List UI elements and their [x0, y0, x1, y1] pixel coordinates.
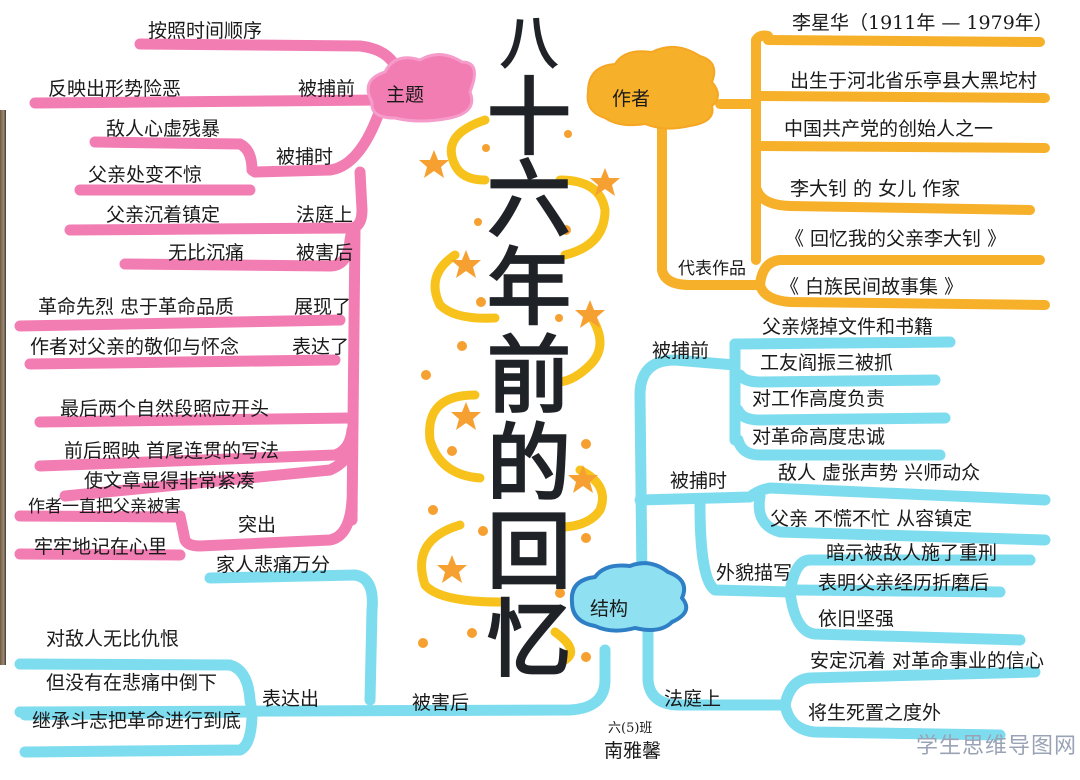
signature-class: 六(5)班 — [608, 721, 653, 736]
watermark: 学生思维导图网 — [916, 734, 1078, 759]
theme-item: 使文章显得非常紧凑 — [84, 470, 256, 492]
author-cloud — [586, 45, 719, 130]
structure-cloud — [569, 561, 689, 633]
structure-branch-label: 表达出 — [262, 688, 320, 710]
theme-item: 革命先烈 忠于革命品质 — [38, 296, 235, 318]
structure-branch-label: 被捕前 — [652, 340, 710, 362]
author-item: 李大钊 的 女儿 作家 — [790, 178, 961, 200]
theme-branch-label: 法庭上 — [296, 204, 354, 226]
structure-branch-label: 被害后 — [412, 692, 470, 714]
wooden-edge — [0, 110, 6, 665]
theme-item: 反映出形势险恶 — [48, 78, 182, 100]
theme-branch-label: 被害后 — [296, 242, 354, 264]
structure-item: 安定沉着 对革命事业的信心 — [810, 650, 1045, 672]
theme-item: 无比沉痛 — [168, 242, 245, 264]
author-item: 出生于河北省乐亭县大黑坨村 — [790, 70, 1038, 92]
structure-branch-label: 外貌描写 — [716, 562, 793, 584]
orange-branches — [657, 30, 1050, 310]
title-char: 十 — [486, 69, 571, 167]
structure-item: 家人悲痛万分 — [216, 554, 331, 576]
theme-node[interactable]: 主题 — [386, 84, 425, 106]
theme-branch-label: 展现了 — [294, 296, 352, 318]
structure-item: 依旧坚强 — [818, 608, 895, 630]
theme-item: 父亲沉着镇定 — [106, 204, 221, 226]
structure-branch-label: 法庭上 — [664, 688, 722, 710]
decorative-stars — [418, 130, 620, 662]
theme-item: 敌人心虚残暴 — [106, 118, 221, 140]
theme-item: 作者一直把父亲被害 — [28, 497, 181, 517]
structure-item: 继承斗志把革命进行到底 — [32, 710, 242, 732]
blue-branches — [14, 336, 1051, 758]
title-char: 前 — [486, 327, 571, 425]
structure-item: 工友阎振三被抓 — [760, 352, 894, 374]
signature-name: 南雅馨 — [604, 740, 662, 762]
central-title: 八 十 六 年 前 的 回 忆 — [474, 6, 584, 684]
title-char: 忆 — [486, 591, 571, 689]
author-work: 《 白族民间故事集 》 — [780, 276, 964, 298]
theme-item: 前后照映 首尾连贯的写法 — [64, 440, 280, 462]
theme-branch-label: 表达了 — [292, 336, 350, 358]
structure-item: 对革命高度忠诚 — [752, 426, 886, 448]
structure-item: 父亲 不慌不忙 从容镇定 — [770, 508, 973, 530]
structure-item: 表明父亲经历折磨后 — [818, 572, 990, 594]
author-works-label: 代表作品 — [678, 259, 746, 279]
structure-item: 对敌人无比仇恨 — [46, 628, 180, 650]
author-node[interactable]: 作者 — [612, 88, 651, 110]
title-char: 回 — [486, 503, 571, 601]
structure-item: 父亲烧掉文件和书籍 — [762, 316, 934, 338]
structure-item: 对工作高度负责 — [752, 388, 886, 410]
author-item: 李星华（1911年 — 1979年） — [792, 12, 1053, 34]
decorative-arcs — [417, 115, 610, 665]
structure-branch-label: 被捕时 — [670, 470, 728, 492]
theme-branch-label: 被捕时 — [276, 146, 334, 168]
title-char: 年 — [486, 239, 571, 337]
theme-item: 牢牢地记在心里 — [34, 536, 168, 558]
structure-item: 敌人 虚张声势 兴师动众 — [778, 462, 981, 484]
theme-cloud — [366, 53, 476, 123]
title-char: 的 — [486, 415, 571, 513]
structure-item: 暗示被敌人施了重刑 — [826, 542, 998, 564]
theme-order-note: 按照时间顺序 — [148, 20, 263, 42]
title-char: 六 — [486, 151, 571, 249]
theme-item: 父亲处变不惊 — [88, 164, 203, 186]
author-item: 中国共产党的创始人之一 — [784, 118, 994, 140]
structure-node[interactable]: 结构 — [590, 598, 629, 620]
author-work: 《 回忆我的父亲李大钊 》 — [785, 228, 1007, 250]
structure-item: 将生死置之度外 — [808, 702, 942, 724]
theme-item: 最后两个自然段照应开头 — [60, 398, 270, 420]
title-char: 八 — [499, 9, 558, 77]
theme-item: 作者对父亲的敬仰与怀念 — [30, 336, 240, 358]
pink-branches — [14, 38, 406, 561]
structure-item: 但没有在悲痛中倒下 — [46, 672, 218, 694]
theme-branch-label: 被捕前 — [298, 78, 356, 100]
theme-branch-label: 突出 — [238, 514, 277, 536]
